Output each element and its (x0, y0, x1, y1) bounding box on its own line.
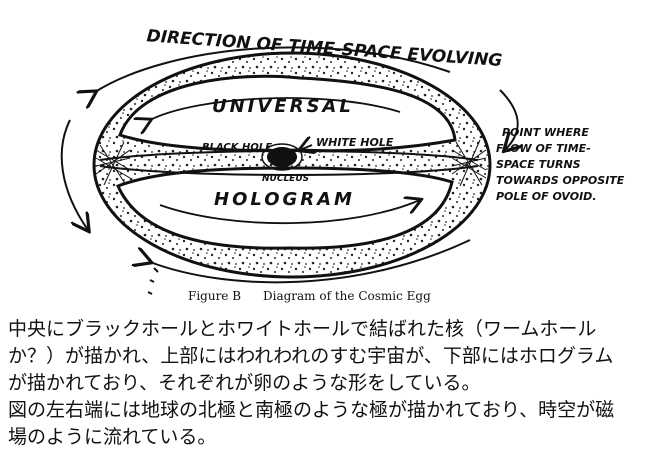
right-note-line: FLOW OF TIME- (496, 142, 591, 155)
white-hole-label: WHITE HOLE (316, 136, 394, 149)
right-note-line: TOWARDS OPPOSITE (496, 174, 625, 187)
description-line: か？）が描かれ、上部にはわれわれのすむ宇宙が、下部にはホログラム (8, 345, 614, 367)
white-hole-arrow (300, 145, 312, 150)
nucleus-label: NUCLEUS (262, 174, 309, 184)
outer-top-arrow (95, 46, 451, 92)
right-note-line: POINT WHERE (502, 126, 589, 139)
description-line: が描かれており、それぞれが卵のような形をしている。 (8, 372, 481, 394)
description-line: 中央にブラックホールとホワイトホールで結ばれた核（ワームホール (8, 318, 597, 340)
upper-inner-arrow (150, 97, 401, 120)
figure-title: Diagram of the Cosmic Egg (263, 289, 431, 303)
right-note-line: POLE OF OVOID. (496, 190, 597, 203)
right-side-arrow (499, 89, 518, 150)
left-side-arrow (60, 119, 88, 230)
lower-inner-arrow (159, 200, 420, 225)
description-text: 中央にブラックホールとホワイトホールで結ばれた核（ワームホール か？）が描かれ、… (8, 316, 658, 451)
lower-left-dashes (147, 267, 159, 295)
outer-bottom-arrow (150, 239, 471, 284)
nucleus-core (267, 147, 297, 167)
figure-label: Figure B (188, 289, 241, 303)
nucleus-ring (261, 143, 303, 171)
right-pole-hatching (451, 139, 487, 187)
universal-label: UNIVERSAL (212, 96, 354, 117)
description-line: 図の左右端には地球の北極と南極のような極が描かれており、時空が磁 (8, 399, 615, 421)
cosmic-egg-diagram: DIRECTION OF TIME-SPACE EVOLVING UNIVERS… (60, 26, 625, 303)
black-hole-label: BLACK HOLE (202, 142, 272, 153)
right-note-line: SPACE TURNS (496, 158, 581, 171)
lower-chamber (115, 166, 454, 250)
left-pole-hatching (95, 141, 131, 186)
right-note: POINT WHERE FLOW OF TIME- SPACE TURNS TO… (496, 126, 625, 203)
hologram-label: HOLOGRAM (214, 189, 355, 210)
upper-chamber (118, 74, 457, 153)
